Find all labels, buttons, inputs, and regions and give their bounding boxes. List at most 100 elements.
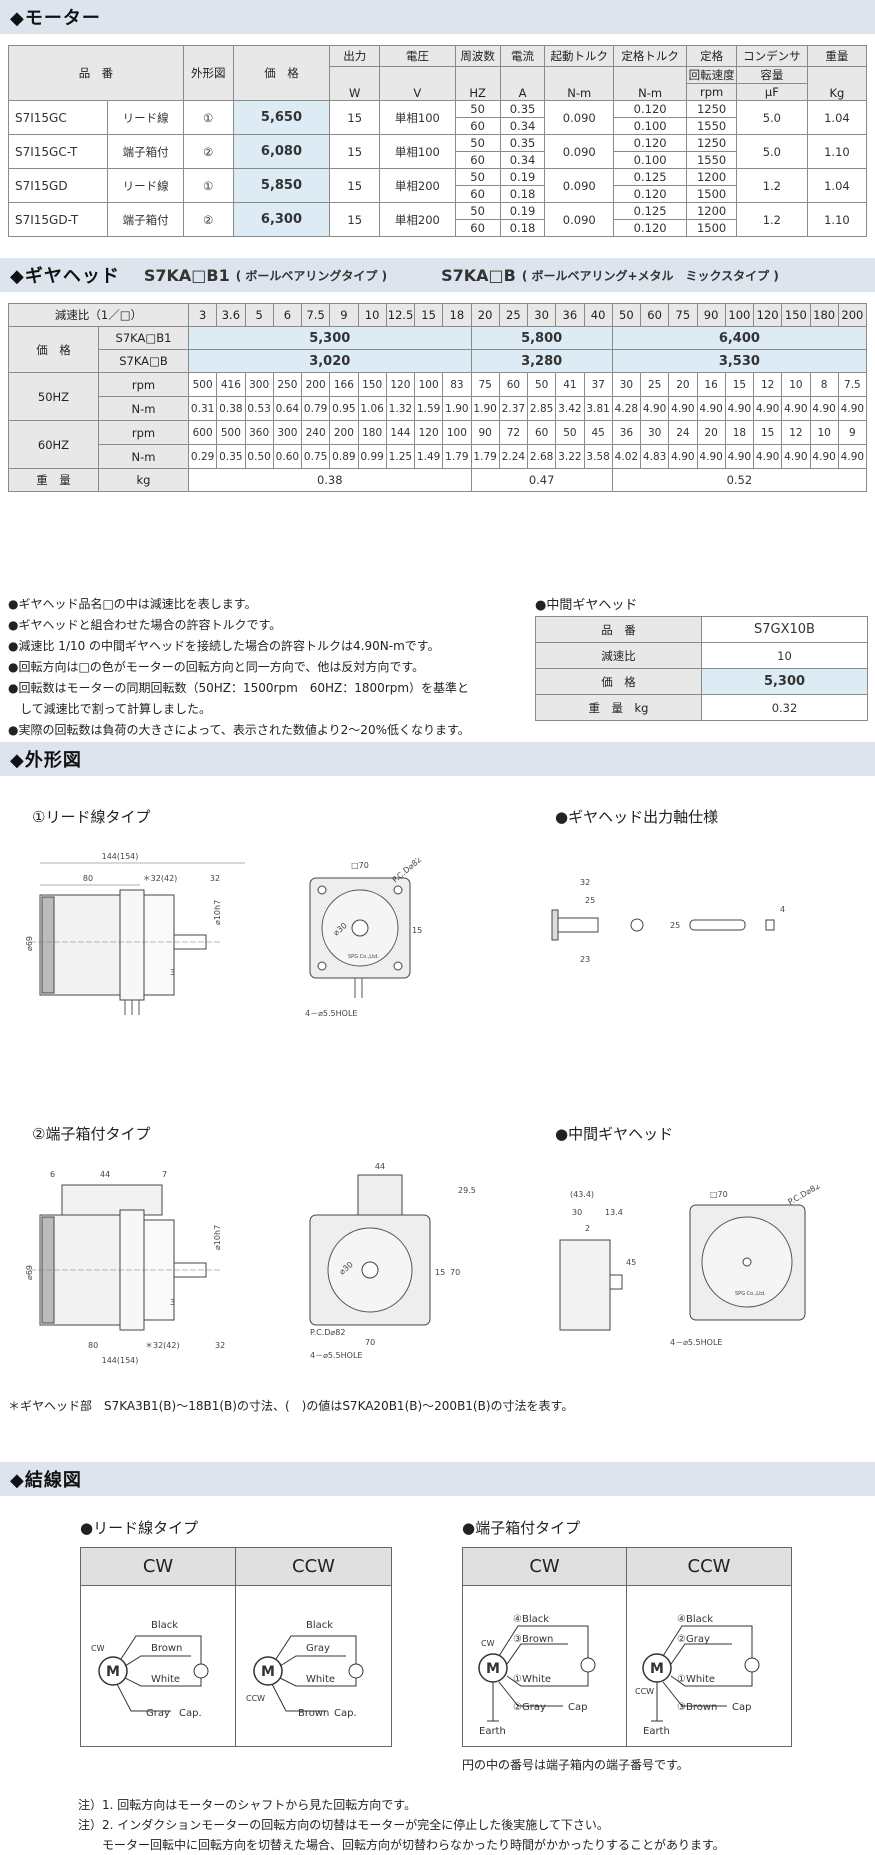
motor-freq: 50 [454, 134, 501, 152]
gear-torque-value: 0.89 [329, 444, 359, 469]
gear-hz-label: 60HZ [8, 420, 99, 469]
th-voltage: 電圧 [379, 45, 456, 67]
mid-price: 5,300 [701, 668, 868, 695]
gear-ratio: 18 [442, 303, 472, 327]
dim-29: 29.5 [458, 1186, 476, 1195]
motor-voltage: 単相200 [379, 168, 456, 203]
gear-rpm-value: 24 [668, 420, 698, 445]
gear-ratio: 120 [752, 303, 783, 327]
dim-sq70b: □70 [710, 1190, 728, 1199]
gear-ratio: 180 [809, 303, 839, 327]
mid-ratio: 10 [701, 642, 868, 669]
motor-model: S7I15GC-T [7, 134, 109, 169]
gear-rpm-value: 15 [724, 372, 755, 397]
motor-rpm: 1500 [686, 185, 737, 203]
motor-title: ◆モーター [10, 8, 101, 29]
gear-rpm-value: 41 [555, 372, 585, 397]
gear-rpm-value: 36 [611, 420, 642, 445]
cap-label: Cap. [334, 1708, 357, 1719]
wire-brown-label: Brown [151, 1643, 182, 1654]
mid-gear-title: ●中間ギヤヘッド [535, 598, 638, 613]
motor-start-torque: 0.090 [544, 134, 615, 169]
gear-ratio: 100 [724, 303, 755, 327]
motor-current: 0.18 [499, 185, 546, 203]
wiring-section-header: ◆結線図 [0, 1462, 875, 1496]
gear-torque-value: 0.53 [244, 396, 274, 421]
motor-rpm: 1550 [686, 117, 737, 135]
gear-rpm-value: 250 [272, 372, 303, 397]
footer-note-1: 注）1. 回転方向はモーターのシャフトから見た回転方向です。 [78, 1798, 417, 1812]
gear-rpm-value: 12 [752, 372, 783, 397]
dim-45: 45 [626, 1258, 636, 1267]
gear-torque-value: 4.90 [696, 396, 726, 421]
dim-d69b: ⌀69 [25, 1265, 34, 1280]
gear-torque-value: 1.90 [442, 396, 472, 421]
terminal-wiring-diagram: CW CCW M CW ④Black ③Brown ①White ②Gray C… [462, 1547, 792, 1747]
th-freq-unit: HZ [454, 66, 501, 101]
outline-shaft-label: ●ギヤヘッド出力軸仕様 [555, 808, 719, 826]
term-black-label: ④Black [677, 1614, 713, 1625]
motor-fig-ref: ② [182, 134, 234, 169]
gear-rpm-value: 60 [498, 372, 529, 397]
wiring-lead-label: ●リード線タイプ [80, 1519, 199, 1537]
motor-lead-type: リード線 [107, 168, 184, 203]
gear-ratio: 75 [668, 303, 698, 327]
gear-torque-value: 4.90 [837, 444, 868, 469]
gear-rpm-value: 90 [470, 420, 500, 445]
gear-ratio: 25 [498, 303, 529, 327]
motor-output: 15 [329, 134, 381, 169]
gear-rpm-value: 500 [216, 420, 246, 445]
dim-144b: 144(154) [102, 1356, 139, 1365]
ccw-arrow-label: CCW [635, 1687, 654, 1696]
gear-torque-value: 2.37 [498, 396, 529, 421]
dim-32b: 32 [210, 874, 220, 883]
gear-rpm-value: 37 [583, 372, 613, 397]
dim-d10b: ⌀10h7 [213, 1225, 222, 1250]
motor-symbol: M [261, 1664, 275, 1680]
gear-weight: 0.38 [188, 468, 472, 492]
gear-torque-value: 4.83 [639, 444, 670, 469]
th-weight-unit: Kg [806, 66, 868, 101]
gear-ratio: 60 [639, 303, 670, 327]
gear-torque-value: 0.64 [272, 396, 303, 421]
gear-rpm-value: 30 [639, 420, 670, 445]
gear-torque-value: 3.42 [555, 396, 585, 421]
dim-s25b: 25 [670, 921, 680, 930]
mid-weight-label: 重 量 kg [535, 694, 702, 721]
motor-capacitor: 5.0 [735, 100, 808, 135]
th-cap-vol: 容量 [735, 66, 808, 84]
gear-torque-value: 0.38 [216, 396, 246, 421]
gear-torque-value: 4.90 [752, 444, 783, 469]
gear-rpm-value: 416 [216, 372, 246, 397]
motor-capacitor: 1.2 [735, 168, 808, 203]
dim-32bb: 32 [215, 1341, 225, 1350]
note-line: ●減速比 1/10 の中間ギヤヘッドを接続した場合の許容トルクは4.90N-mで… [8, 639, 440, 653]
gear-rpm-value: 240 [300, 420, 331, 445]
motor-model: S7I15GC [7, 100, 109, 135]
gear-torque-value: 4.90 [837, 396, 868, 421]
gear-torque-value: 1.59 [413, 396, 444, 421]
gear-price: 6,400 [611, 326, 868, 350]
terminal-note: 円の中の番号は端子箱内の端子番号です。 [462, 1758, 689, 1772]
gear-series-label: S7KA□B1 [98, 326, 189, 350]
gear-price: 3,530 [611, 349, 868, 373]
lead-ccw-circuit: M CCW Black Gray White Brown Cap. [246, 1620, 364, 1719]
motor-price: 6,080 [232, 134, 331, 169]
gear-torque-value: 2.68 [526, 444, 557, 469]
gear-weight: 0.47 [470, 468, 613, 492]
wiring-title: ◆結線図 [10, 1470, 82, 1491]
gear-torque-value: 4.90 [724, 444, 755, 469]
gear-torque-value: 4.90 [809, 396, 839, 421]
th-capacitor: コンデンサ [735, 45, 808, 67]
ccw-arrow-label: CCW [246, 1694, 265, 1703]
wiring-terminal-label: ●端子箱付タイプ [462, 1519, 581, 1537]
gear-torque-value: 1.32 [385, 396, 416, 421]
dim-44f: 44 [375, 1162, 385, 1171]
wire-white-label: White [306, 1674, 335, 1685]
outline-terminal-type-label: ②端子箱付タイプ [32, 1125, 151, 1143]
gear-torque-value: 0.29 [187, 444, 218, 469]
term-cw-circuit: M CW ④Black ③Brown ①White ②Gray Cap Eart… [478, 1614, 596, 1737]
dim-2: 2 [585, 1224, 590, 1233]
gear-torque-value: 4.90 [781, 396, 811, 421]
lead-wiring-diagram: CW CCW M CW Black Brown White Gray Cap. … [80, 1547, 392, 1747]
